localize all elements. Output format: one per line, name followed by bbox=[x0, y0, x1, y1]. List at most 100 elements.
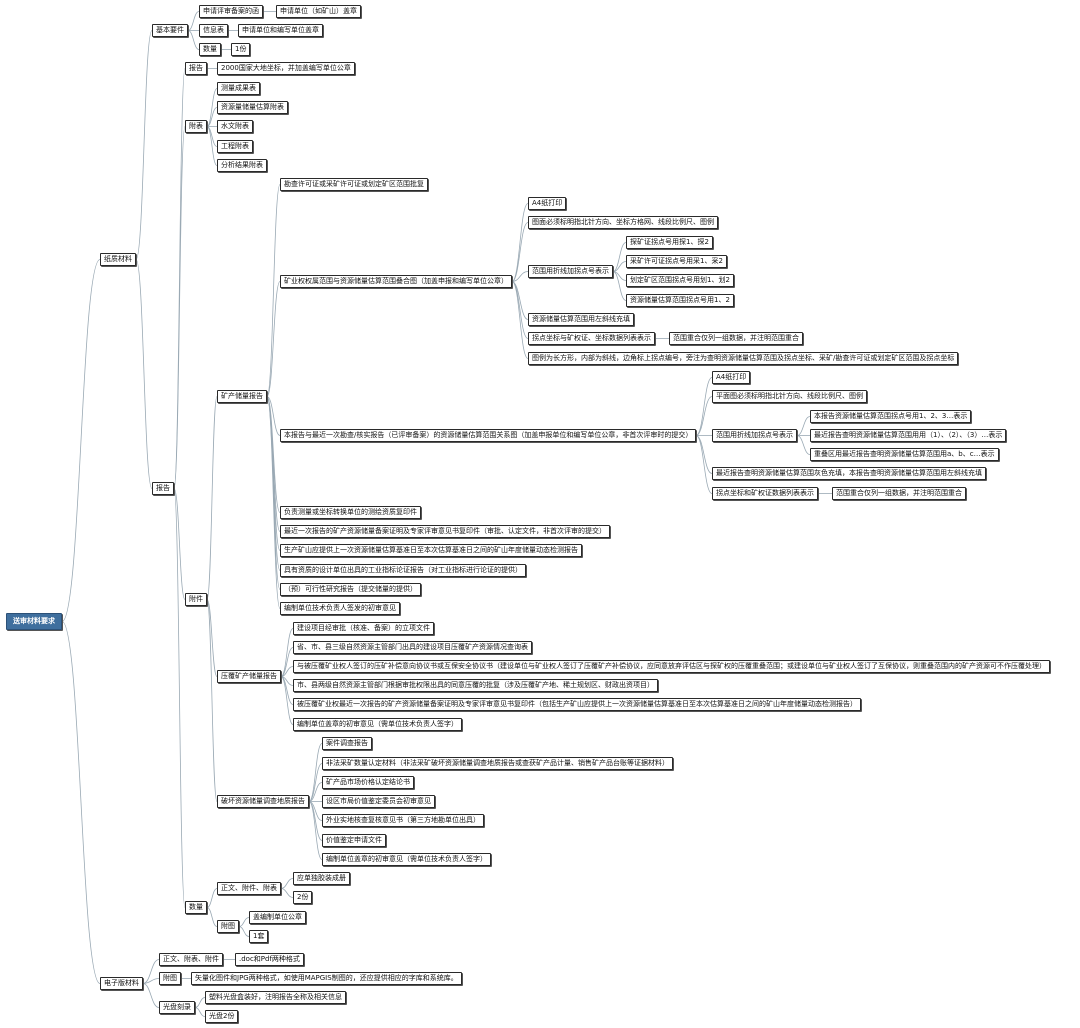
electronic-materials-node[interactable]: 电子版材料 bbox=[100, 977, 143, 990]
electronic-maps-note[interactable]: 矢量化图件和JPG两种格式，如使用MAPGIS制图的，还应提供相应的字库和系统库… bbox=[191, 972, 462, 985]
connector-line bbox=[173, 68, 186, 489]
press-item[interactable]: 被压覆矿业权最近一次报告的矿产资源储量备案证明及专家评审意见书复印件（包括生产矿… bbox=[293, 698, 861, 711]
application-letter-node[interactable]: 申请评审备案的函 bbox=[199, 5, 263, 18]
press-item[interactable]: 市、县两级自然资源主管部门根据审批权限出具的同意压覆的批复（涉及压覆矿产地、稀土… bbox=[293, 679, 658, 692]
table-item[interactable]: 工程附表 bbox=[217, 140, 253, 153]
compare-boundary-node[interactable]: 范围用折线加拐点号表示 bbox=[712, 429, 797, 442]
connector-line bbox=[194, 997, 206, 1008]
damage-item[interactable]: 设区市局价值鉴定委员会初审意见 bbox=[322, 795, 435, 808]
press-item[interactable]: 编制单位盖章的初审意见（需单位技术负责人签字） bbox=[293, 718, 462, 731]
compare-boundary-item[interactable]: 本报告资源储量估算范围拐点号用1、2、3…表示 bbox=[810, 410, 972, 423]
compare-a4-node[interactable]: A4纸打印 bbox=[712, 371, 751, 384]
maps-item[interactable]: 1套 bbox=[249, 930, 269, 943]
connector-line bbox=[206, 907, 218, 927]
disc-item[interactable]: 塑料光盘盒装好，注明报告全称及相关信息 bbox=[205, 991, 346, 1004]
overlay-legend-node[interactable]: 图例为长方形，内部为斜线，边角标上拐点编号，旁注为查明资源储量估算范围及拐点坐标… bbox=[528, 352, 959, 365]
mine-other-item[interactable]: 负责测量或坐标转换单位的测绘资质复印件 bbox=[280, 506, 421, 519]
info-sheet-node[interactable]: 信息表 bbox=[199, 24, 228, 37]
connector-line bbox=[796, 435, 811, 455]
mine-other-item[interactable]: 编制单位技术负责人签发的初审意见 bbox=[280, 602, 400, 615]
report-main-note[interactable]: 2000国家大地坐标，并加盖编写单位公章 bbox=[217, 62, 355, 75]
overlay-coords-node[interactable]: 拐点坐标与矿权证、坐标数据列表表示 bbox=[528, 332, 655, 345]
mine-other-item[interactable]: （预）可行性研究报告（提交储量的提供） bbox=[280, 583, 421, 596]
overlay-map-node[interactable]: 矿业权权属范围与资源储量估算范围叠合图（加盖申报和编写单位公章） bbox=[280, 275, 512, 288]
mine-other-item[interactable]: 生产矿山应提供上一次资源储量估算基准日至本次估算基准日之间的矿山年度储量动态检测… bbox=[280, 544, 582, 557]
connector-line bbox=[266, 184, 281, 397]
bound-copies-node[interactable]: 正文、附件、附表 bbox=[217, 882, 281, 895]
mine-other-item[interactable]: 具有资质的设计单位出具的工业指标论证报告（对工业指标进行论证的提供） bbox=[280, 564, 526, 577]
overlay-boundary-item[interactable]: 探矿证拐点号用探1、探2 bbox=[626, 236, 713, 249]
connector-line bbox=[206, 126, 218, 166]
connector-line bbox=[695, 435, 713, 474]
connector-line bbox=[511, 281, 529, 339]
overlay-coords-note[interactable]: 范围重合仅列一组数据，并注明范围重合 bbox=[669, 332, 803, 345]
attachments-node[interactable]: 附件 bbox=[185, 593, 207, 606]
table-item[interactable]: 资源量储量估算附表 bbox=[217, 101, 288, 114]
press-item[interactable]: 省、市、县三级自然资源主管部门出具的建设项目压覆矿产资源情况查询表 bbox=[293, 641, 532, 654]
connector-line bbox=[238, 917, 250, 927]
connector-line bbox=[206, 599, 218, 677]
electronic-text-note[interactable]: .doc和Pdf两种格式 bbox=[235, 953, 304, 966]
disc-node[interactable]: 光盘刻录 bbox=[159, 1001, 195, 1014]
electronic-maps-node[interactable]: 附图 bbox=[159, 972, 181, 985]
damage-item[interactable]: 矿产品市场价格认定结论书 bbox=[322, 776, 414, 789]
connector-line bbox=[511, 203, 529, 282]
connector-line bbox=[135, 259, 153, 489]
connector-line bbox=[308, 763, 323, 802]
info-sheet-note[interactable]: 申请单位和编写单位盖章 bbox=[238, 24, 323, 37]
report-main-node[interactable]: 报告 bbox=[185, 62, 207, 75]
connector-line bbox=[511, 222, 529, 282]
bound-copies-item[interactable]: 应单独胶装成册 bbox=[293, 872, 350, 885]
electronic-text-node[interactable]: 正文、附表、附件 bbox=[159, 953, 223, 966]
basic-requirements-node[interactable]: 基本要件 bbox=[152, 24, 188, 37]
press-item[interactable]: 与被压覆矿业权人签订的压矿补偿意向协议书或互保安全协议书（建设单位与矿业权人签订… bbox=[293, 660, 1050, 673]
report-quantity-node[interactable]: 数量 bbox=[185, 901, 207, 914]
connector-line bbox=[206, 396, 218, 600]
bound-copies-item[interactable]: 2份 bbox=[293, 891, 313, 904]
overlay-boundary-node[interactable]: 范围用折线加拐点号表示 bbox=[528, 265, 613, 278]
compare-fill-node[interactable]: 最近报告查明资源储量估算范围灰色充填，本报告查明资源储量估算范围用左斜线充填 bbox=[712, 467, 986, 480]
damage-item[interactable]: 非法采矿数量认定材料（非法采矿破坏资源储量调查地质报告或查获矿产品计量、销售矿产… bbox=[322, 757, 673, 770]
maps-item[interactable]: 盖编制单位公章 bbox=[249, 911, 306, 924]
overlay-boundary-item[interactable]: 资源储量估算范围拐点号用1、2 bbox=[626, 294, 734, 307]
connector-line bbox=[187, 11, 200, 31]
damage-item[interactable]: 外业实地核查复核意见书（第三方地勘单位出具） bbox=[322, 814, 484, 827]
overlay-fill-node[interactable]: 资源储量估算范围用左斜线充填 bbox=[528, 313, 634, 326]
overlay-a4-node[interactable]: A4纸打印 bbox=[528, 197, 567, 210]
paper-materials-node[interactable]: 纸质材料 bbox=[100, 253, 136, 266]
report-group-node[interactable]: 报告 bbox=[152, 482, 174, 495]
compare-coords-note[interactable]: 范围重合仅列一组数据，并注明范围重合 bbox=[832, 487, 966, 500]
connector-line bbox=[206, 107, 218, 127]
table-item[interactable]: 分析结果附表 bbox=[217, 159, 267, 172]
overlay-boundary-item[interactable]: 采矿许可证拐点号用采1、采2 bbox=[626, 255, 727, 268]
tables-node[interactable]: 附表 bbox=[185, 120, 207, 133]
press-report-node[interactable]: 压覆矿产储量报告 bbox=[217, 670, 281, 683]
maps-node[interactable]: 附图 bbox=[217, 920, 239, 933]
license-approval-node[interactable]: 勘查许可证或采矿许可证或划定矿区范围批复 bbox=[280, 178, 428, 191]
application-letter-note[interactable]: 申请单位（如矿山）盖章 bbox=[276, 5, 361, 18]
damage-report-node[interactable]: 破坏资源储量调查地质报告 bbox=[217, 795, 309, 808]
connector-line bbox=[266, 396, 281, 609]
compare-boundary-item[interactable]: 最近报告查明资源储量估算范围用用（1）、（2）、（3）…表示 bbox=[810, 429, 1007, 442]
comparison-map-node[interactable]: 本报告与最近一次勘查/核实报告（已评审备案）的资源储量估算范围关系图（加盖申报单… bbox=[280, 429, 697, 442]
compare-compass-node[interactable]: 平面图必须标明指北针方向、线段比例尺、图例 bbox=[712, 390, 867, 403]
damage-item[interactable]: 价值鉴定申请文件 bbox=[322, 834, 386, 847]
mine-other-item[interactable]: 最近一次报告的矿产资源储量备案证明及专家评审意见书复印件（审批、认定文件，非首次… bbox=[280, 525, 610, 538]
overlay-boundary-item[interactable]: 划定矿区范围拐点号用划1、划2 bbox=[626, 274, 734, 287]
connector-line bbox=[173, 126, 186, 489]
disc-item[interactable]: 光盘2份 bbox=[205, 1010, 239, 1023]
press-item[interactable]: 建设项目经审批（核准、备案）的立项文件 bbox=[293, 622, 434, 635]
compare-boundary-item[interactable]: 重叠区用最近报告查明资源储量估算范围用a、b、c…表示 bbox=[810, 448, 999, 461]
root-node[interactable]: 送审材料要求 bbox=[6, 613, 62, 630]
connector-line bbox=[142, 978, 160, 984]
connector-line bbox=[61, 259, 101, 622]
basic-quantity-node[interactable]: 数量 bbox=[199, 43, 221, 56]
compare-coords-node[interactable]: 拐点坐标和矿权证数据列表表示 bbox=[712, 487, 818, 500]
damage-item[interactable]: 案件调查报告 bbox=[322, 737, 372, 750]
table-item[interactable]: 测量成果表 bbox=[217, 82, 260, 95]
table-item[interactable]: 水文附表 bbox=[217, 120, 253, 133]
damage-item[interactable]: 编制单位盖章的初审意见（需单位技术负责人签字） bbox=[322, 853, 491, 866]
basic-quantity-note[interactable]: 1份 bbox=[231, 43, 251, 56]
mineral-reserve-report-node[interactable]: 矿产储量报告 bbox=[217, 390, 267, 403]
overlay-compass-node[interactable]: 图面必须标明指北针方向、坐标方格网、线段比例尺、图例 bbox=[528, 216, 718, 229]
